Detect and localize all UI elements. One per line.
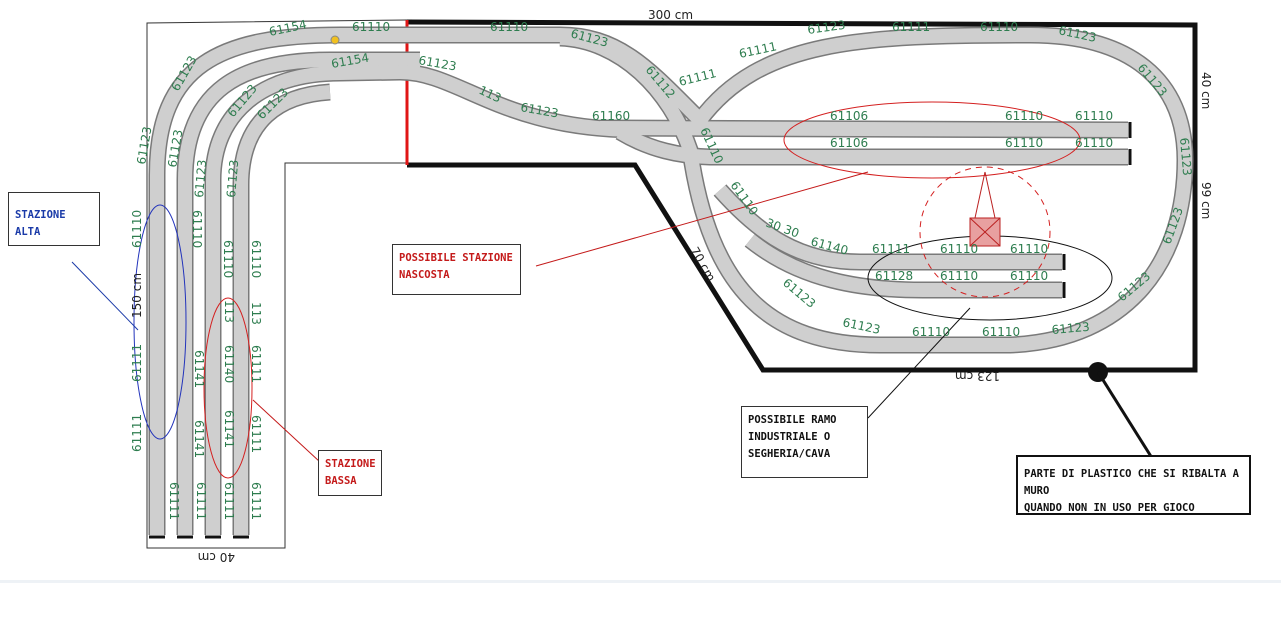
track-label: 61111 <box>249 415 263 453</box>
track-label: 61123 <box>806 18 846 37</box>
industrial-branch-line-3: SEGHERIA/CAVA <box>748 448 831 460</box>
track-label: 61110 <box>1010 269 1048 283</box>
folding-section-line-2: QUANDO NON IN USO PER GIOCO <box>1024 502 1195 514</box>
track-label: 61154 <box>330 51 370 71</box>
lower-station-line-2: BASSA <box>325 475 357 487</box>
track-label: 61110 <box>1005 136 1043 150</box>
track-label: 61141 <box>192 420 206 458</box>
industrial-branch-callout: POSSIBILE RAMO INDUSTRIALE O SEGHERIA/CA… <box>741 406 868 478</box>
track-label: 61111 <box>249 482 263 520</box>
industrial-branch-line-1: POSSIBILE RAMO <box>748 414 837 426</box>
track-label: 61123 <box>165 128 185 168</box>
lower-station-callout: STAZIONE BASSA <box>318 450 382 496</box>
track-label: 61128 <box>875 269 913 283</box>
track-label: 61110 <box>190 210 204 248</box>
track-label: 61141 <box>192 350 206 388</box>
track-label: 61110 <box>980 20 1018 34</box>
track-label: 61106 <box>830 109 868 123</box>
track-label: 61110 <box>1075 136 1113 150</box>
track-label: 61123 <box>841 315 881 337</box>
hidden-station-ellipse <box>783 101 1081 179</box>
upper-station-text: STAZIONE ALTA <box>15 209 66 238</box>
folding-section-line-1: PARTE DI PLASTICO CHE SI RIBALTA A MURO <box>1024 468 1239 497</box>
lower-station-line-1: STAZIONE <box>325 458 376 470</box>
track-label: 61111 <box>222 482 236 520</box>
industrial-branch-line-2: INDUSTRIALE O <box>748 431 831 443</box>
track-label: 61110 <box>1075 109 1113 123</box>
track-label: 61110 <box>912 325 950 339</box>
annotations <box>71 101 1113 479</box>
track-label: 61110 <box>490 20 528 34</box>
track-label: 61160 <box>592 109 630 123</box>
track-label: 61111 <box>677 66 717 89</box>
track-label: 61111 <box>872 242 910 256</box>
track-label: 61111 <box>130 344 144 382</box>
track-label: 61123 <box>417 53 457 73</box>
dim-right-side: 99 cm <box>1199 182 1213 219</box>
track-label: 61123 <box>1051 320 1090 337</box>
crane-radius <box>919 166 1051 298</box>
track-label: 61110 <box>1010 242 1048 256</box>
lower-station-ellipse <box>203 297 253 479</box>
hidden-station-callout: POSSIBILE STAZIONE NASCOSTA <box>392 244 521 295</box>
track-label: 61111 <box>167 482 181 520</box>
track-label: 61123 <box>192 159 209 198</box>
track-label: 61110 <box>352 20 390 34</box>
hidden-station-line-2: NASCOSTA <box>399 269 450 281</box>
track-label: 113 <box>249 302 263 325</box>
track-label: 61123 <box>224 159 241 198</box>
bottom-divider <box>0 580 1281 583</box>
upper-station-ellipse <box>133 204 187 440</box>
track-label: 113 <box>222 300 236 323</box>
tracks <box>148 26 1194 539</box>
track-label: 61110 <box>221 240 235 278</box>
track-label: 61111 <box>249 345 263 383</box>
dim-right-top: 40 cm <box>1199 72 1213 109</box>
track-label: 61110 <box>1005 109 1043 123</box>
track-label: 61110 <box>249 240 263 278</box>
track-label: 61111 <box>194 482 208 520</box>
track-label: 61123 <box>519 100 559 120</box>
folding-section-callout: PARTE DI PLASTICO CHE SI RIBALTA A MURO … <box>1016 455 1251 515</box>
track-label: 61110 <box>940 242 978 256</box>
track-label: 61110 <box>130 210 144 248</box>
upper-station-callout: STAZIONE ALTA <box>8 192 100 246</box>
track-label: 61141 <box>222 410 236 448</box>
dimension-labels: 300 cm 40 cm 99 cm 70 cm 123 cm 40 cm 15… <box>130 8 1213 564</box>
track-label: 61106 <box>830 136 868 150</box>
track-label: 61110 <box>940 269 978 283</box>
baseboard-outline <box>146 19 1198 549</box>
track-label: 61123 <box>1177 137 1194 176</box>
track-label: 61111 <box>892 20 930 34</box>
track-label: 61123 <box>134 125 154 165</box>
track-label: 61110 <box>982 325 1020 339</box>
track-label: 61140 <box>222 345 236 383</box>
dim-bottom-right: 123 cm <box>955 369 1000 383</box>
hidden-station-line-1: POSSIBILE STAZIONE <box>399 252 513 264</box>
dim-bottom-left: 40 cm <box>198 550 235 564</box>
track-label: 61111 <box>130 414 144 452</box>
dim-left-depth: 150 cm <box>130 273 144 318</box>
dim-length-top: 300 cm <box>648 8 693 22</box>
